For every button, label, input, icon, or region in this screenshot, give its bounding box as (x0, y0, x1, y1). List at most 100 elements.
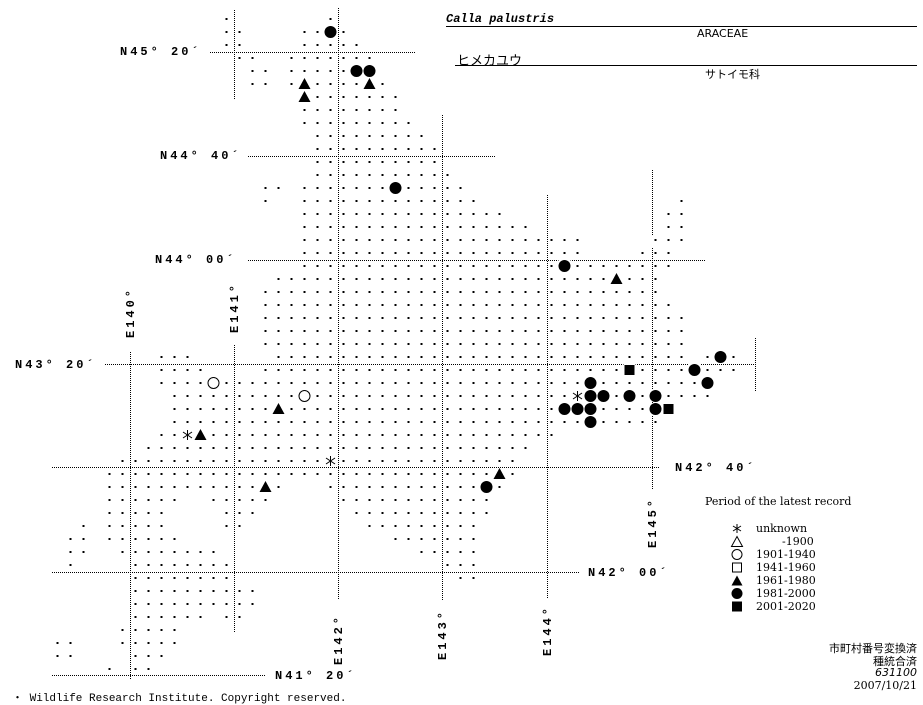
mesh-dot (472, 512, 475, 514)
mesh-dot (446, 512, 449, 514)
mesh-dot (394, 109, 397, 111)
mesh-dot (407, 239, 410, 241)
mesh-dot (407, 356, 410, 358)
mesh-dot (368, 369, 371, 371)
mesh-dot (342, 499, 345, 501)
mesh-dot (277, 356, 280, 358)
mesh-dot (563, 382, 566, 384)
record-marker-1981-2000 (597, 390, 610, 402)
mesh-dot (654, 239, 657, 241)
note-municipality-converted: 市町村番号変換済 (829, 642, 917, 655)
record-marker-1981-2000 (558, 403, 571, 415)
mesh-dot (160, 473, 163, 475)
mesh-dot (446, 382, 449, 384)
mesh-dot (602, 356, 605, 358)
mesh-dot (355, 239, 358, 241)
mesh-dot (394, 473, 397, 475)
mesh-dot (147, 655, 150, 657)
mesh-dot (537, 317, 540, 319)
graticule (52, 8, 756, 680)
mesh-dot (251, 395, 254, 397)
mesh-dot (316, 369, 319, 371)
mesh-dot (433, 525, 436, 527)
mesh-dot (550, 408, 553, 410)
mesh-dot (667, 395, 670, 397)
mesh-dot (407, 226, 410, 228)
mesh-dot (303, 473, 306, 475)
mesh-dot (420, 239, 423, 241)
mesh-dot (121, 642, 124, 644)
mesh-dot (524, 408, 527, 410)
mesh-dot (355, 473, 358, 475)
mesh-dot (329, 317, 332, 319)
mesh-dot (459, 434, 462, 436)
mesh-dot (667, 317, 670, 319)
mesh-dot (342, 291, 345, 293)
mesh-dot (498, 486, 501, 488)
note-date: 2007/10/21 (853, 679, 917, 692)
mesh-dot (654, 421, 657, 423)
mesh-dot (459, 551, 462, 553)
record-marker-2001-2020 (623, 364, 636, 376)
mesh-dot (459, 525, 462, 527)
mesh-dot (498, 317, 501, 319)
mesh-dot (264, 408, 267, 410)
mesh-dot (173, 356, 176, 358)
mesh-dot (147, 564, 150, 566)
mesh-dot (56, 655, 59, 657)
mesh-dot (498, 369, 501, 371)
mesh-dot (407, 304, 410, 306)
mesh-dot (238, 525, 241, 527)
mesh-dot (277, 343, 280, 345)
mesh-dot (459, 291, 462, 293)
mesh-dot (316, 330, 319, 332)
mesh-dot (407, 447, 410, 449)
mesh-dot (446, 421, 449, 423)
mesh-dot (433, 161, 436, 163)
mesh-dot (485, 512, 488, 514)
mesh-dot (446, 460, 449, 462)
mesh-dot (485, 499, 488, 501)
mesh-dot (368, 317, 371, 319)
record-marker-1961-1980 (272, 403, 285, 415)
mesh-dot (368, 174, 371, 176)
mesh-dot (277, 460, 280, 462)
mesh-dot (342, 83, 345, 85)
mesh-dot (251, 460, 254, 462)
lat-label: N44° 40´ (160, 149, 242, 163)
mesh-dot (355, 408, 358, 410)
mesh-dot (147, 577, 150, 579)
mesh-dot (589, 343, 592, 345)
mesh-dot (537, 252, 540, 254)
mesh-dot (277, 447, 280, 449)
mesh-dot (173, 538, 176, 540)
mesh-dot (212, 421, 215, 423)
mesh-dot (498, 382, 501, 384)
mesh-dot (550, 252, 553, 254)
mesh-dot (264, 291, 267, 293)
mesh-dot (368, 434, 371, 436)
mesh-dot (368, 447, 371, 449)
mesh-dot (368, 213, 371, 215)
mesh-dot (433, 200, 436, 202)
mesh-dot (394, 525, 397, 527)
mesh-dot (199, 421, 202, 423)
mesh-dot (394, 512, 397, 514)
mesh-dot (394, 161, 397, 163)
mesh-dot (316, 421, 319, 423)
mesh-dot (485, 213, 488, 215)
mesh-dot (381, 343, 384, 345)
mesh-dot (121, 512, 124, 514)
mesh-dot (303, 356, 306, 358)
mesh-dot (407, 408, 410, 410)
mesh-dot (303, 239, 306, 241)
mesh-dot (173, 629, 176, 631)
mesh-dot (459, 213, 462, 215)
mesh-dot (511, 473, 514, 475)
mesh-dot (498, 291, 501, 293)
mesh-dot (433, 460, 436, 462)
mesh-dot (394, 447, 397, 449)
mesh-dot (472, 369, 475, 371)
mesh-dot (342, 96, 345, 98)
mesh-dot (485, 226, 488, 228)
